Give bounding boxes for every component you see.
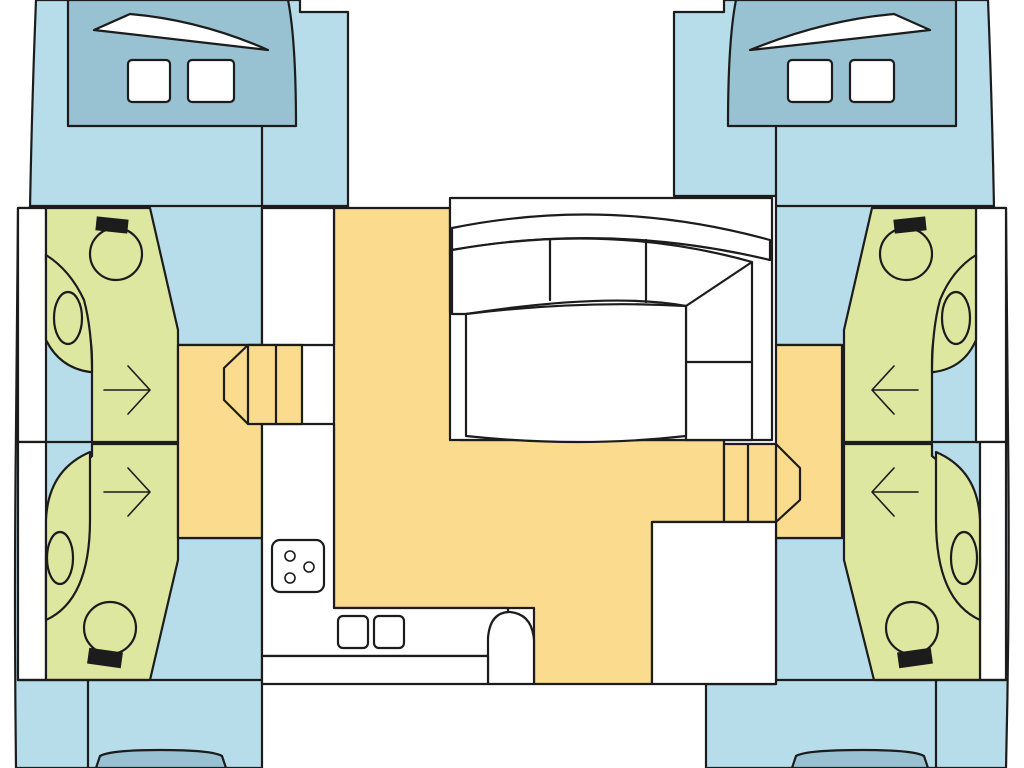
left-bow-hatch-wedge — [92, 12, 270, 52]
arrow-icon — [871, 365, 919, 415]
cockpit-area — [650, 520, 778, 686]
left-forward-cabin-side — [44, 253, 94, 374]
hatch-icon — [126, 58, 172, 104]
saloon — [176, 196, 844, 686]
hatch-icon — [186, 58, 236, 104]
left-steps — [222, 343, 304, 426]
right-bow-compartment — [726, 0, 958, 128]
pillow-icon — [87, 647, 123, 669]
saloon-table — [464, 303, 688, 444]
left-hull-white-strip — [16, 440, 48, 682]
galley-aft-wall — [260, 654, 490, 686]
stove-icon — [270, 538, 326, 594]
right-forward-cabin-side — [930, 253, 978, 374]
bed-icon — [940, 290, 972, 346]
left-bow-compartment — [66, 0, 298, 128]
bed-icon — [52, 290, 84, 346]
right-steps — [722, 442, 802, 524]
pillow-icon — [897, 647, 933, 669]
arrow-icon — [103, 467, 151, 517]
right-companionway — [774, 343, 844, 540]
hatch-icon — [848, 58, 896, 104]
right-hull-white-strip — [974, 206, 1008, 444]
right-hull — [672, 0, 1010, 768]
right-hull-white-strip — [978, 440, 1008, 682]
arrow-icon — [103, 365, 151, 415]
sink-icon — [336, 614, 406, 650]
settee-cushions — [450, 237, 754, 442]
forward-locker — [260, 206, 336, 347]
arrow-icon — [871, 467, 919, 517]
left-hull-white-strip — [16, 206, 48, 444]
pillow-icon — [95, 216, 129, 234]
hatch-icon — [786, 58, 834, 104]
right-stern-step — [790, 748, 930, 768]
left-stern-step — [94, 748, 228, 768]
bed-icon — [45, 530, 75, 586]
right-bow-hatch-wedge — [748, 12, 932, 52]
bed-icon — [949, 530, 979, 586]
galley-counter-end — [486, 610, 536, 686]
pillow-icon — [893, 216, 927, 234]
left-hull — [13, 0, 350, 768]
